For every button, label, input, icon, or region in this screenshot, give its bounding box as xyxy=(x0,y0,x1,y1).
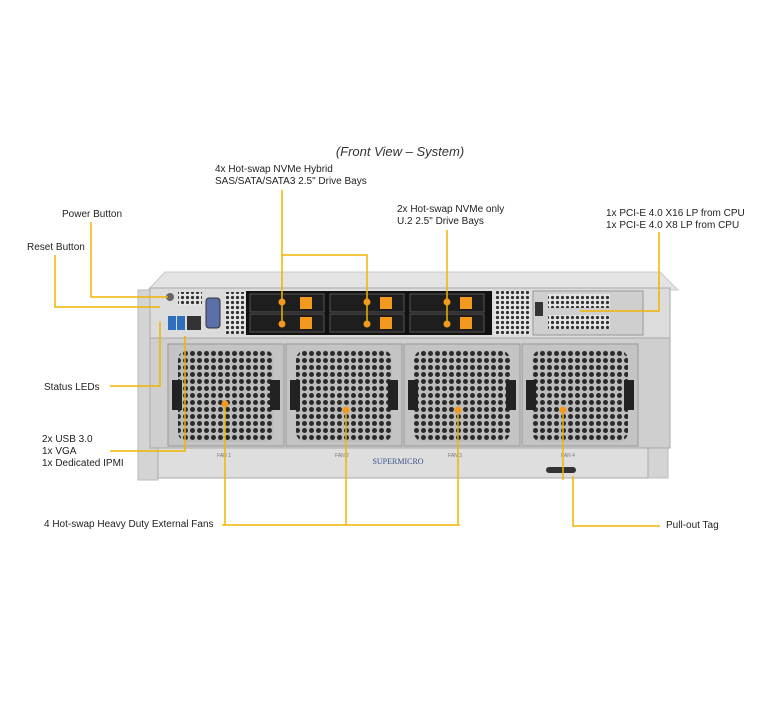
fan-label: FAN 4 xyxy=(561,453,575,459)
callout-status-leds: Status LEDs xyxy=(44,382,100,393)
power-button xyxy=(166,293,174,301)
pull-out-tag xyxy=(546,467,576,473)
callout-line: 2x Hot-swap NVMe only xyxy=(397,204,505,215)
chassis-top xyxy=(146,271,680,291)
callout-reset-button: Reset Button xyxy=(27,242,85,253)
callout-line: U.2 2.5" Drive Bays xyxy=(397,216,484,227)
drive-bays xyxy=(246,291,492,335)
callout-line: 1x PCI-E 4.0 X16 LP from CPU xyxy=(606,208,745,219)
callout-pull-out-tag: Pull-out Tag xyxy=(666,520,719,531)
callout-io: 2x USB 3.0 1x VGA 1x Dedicated IPMI xyxy=(42,434,124,470)
callout-line: 1x VGA xyxy=(42,446,77,457)
supermicro-logo: SUPERMICRO xyxy=(372,457,423,466)
usb-port xyxy=(177,316,185,330)
usb-port xyxy=(168,316,176,330)
callout-lines xyxy=(54,190,660,527)
callout-pcie: 1x PCI-E 4.0 X16 LP from CPU 1x PCI-E 4.… xyxy=(606,208,745,232)
callout-power-button: Power Button xyxy=(62,209,123,220)
fan-label: FAN 2 xyxy=(335,453,349,459)
callout-line: 2x USB 3.0 xyxy=(42,434,93,445)
callout-markers xyxy=(221,298,567,414)
vga-port xyxy=(205,297,221,329)
diagram-title: (Front View – System) xyxy=(335,144,465,159)
callout-line: 1x Dedicated IPMI xyxy=(42,458,124,469)
callout-line: 1x PCI-E 4.0 X8 LP from CPU xyxy=(606,220,740,231)
callout-line: 4x Hot-swap NVMe Hybrid xyxy=(215,164,333,175)
fan-label: FAN 3 xyxy=(448,453,462,459)
pcie-slots xyxy=(532,290,644,336)
callout-fans: 4 Hot-swap Heavy Duty External Fans xyxy=(44,519,214,530)
ipmi-port xyxy=(187,316,201,330)
callout-line: SAS/SATA/SATA3 2.5" Drive Bays xyxy=(215,176,367,187)
callout-drive-bays-nvme: 2x Hot-swap NVMe only U.2 2.5" Drive Bay… xyxy=(397,204,504,228)
callout-drive-bays-hybrid: 4x Hot-swap NVMe Hybrid SAS/SATA/SATA3 2… xyxy=(215,164,367,188)
fans xyxy=(167,343,639,447)
fan-label: FAN 1 xyxy=(217,453,231,459)
